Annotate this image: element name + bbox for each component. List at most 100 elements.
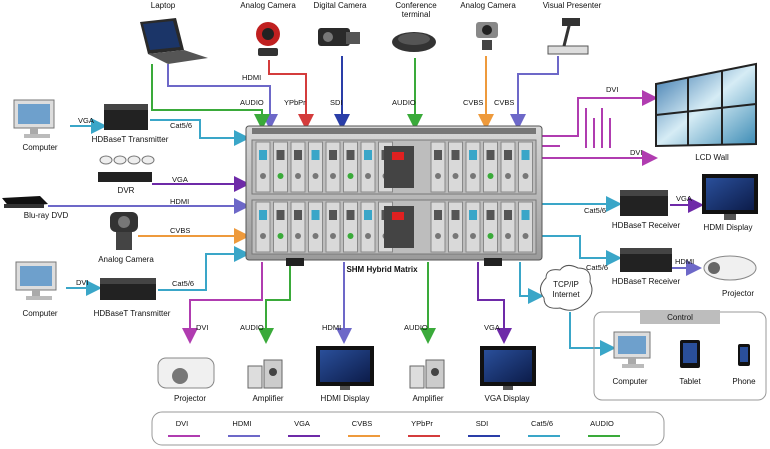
presenter-cvbs-line	[510, 56, 559, 130]
sig-digicam-sdi: SDI	[330, 98, 343, 107]
laptop-audio-line	[151, 64, 270, 130]
matrix-port	[486, 210, 495, 220]
matrix-card-slot	[465, 201, 481, 253]
sig-rx-cat: Cat5/6	[584, 206, 606, 215]
sig-tx2-cat: Cat5/6	[172, 279, 194, 288]
conference-label-1: Conference	[395, 1, 437, 10]
matrix-port	[504, 150, 512, 160]
legend-label: CVBS	[352, 419, 372, 428]
matrix-port	[330, 233, 336, 239]
matrix-chassis: SHM Hybrid Matrix	[245, 125, 543, 274]
matrix-port	[470, 233, 476, 239]
sig-cam2-cvbs: CVBS	[463, 98, 483, 107]
matrix-card-slot	[483, 201, 498, 253]
computer-2-label: Computer	[22, 309, 57, 318]
matrix-card-slot	[430, 201, 446, 253]
projector-bottom: Projector	[157, 357, 215, 403]
bottom-audio-line-1	[258, 262, 291, 344]
matrix-port	[451, 210, 460, 220]
legend-label: HDMI	[232, 419, 251, 428]
amplifier-2: Amplifier	[409, 359, 445, 403]
vga-display-label: VGA Display	[485, 394, 530, 403]
matrix-card-slot	[325, 201, 341, 253]
sig-bottom-audio-2: AUDIO	[404, 323, 428, 332]
lcd-wall: LCD Wall	[655, 62, 757, 162]
left-devices: Computer HDBaseT Transmitter DVR	[2, 99, 171, 318]
matrix-port	[312, 173, 319, 179]
matrix-port	[347, 233, 354, 239]
matrix-port	[277, 173, 284, 179]
conference-terminal: Conference terminal	[392, 1, 437, 52]
sig-laptop-hdmi: HDMI	[242, 73, 261, 82]
bluray-label: Blu-ray DVD	[24, 211, 69, 220]
receiver-icon	[620, 248, 672, 272]
network-label-2: Internet	[552, 290, 580, 299]
transmitter-icon	[104, 104, 148, 130]
matrix-card-slot	[308, 141, 323, 193]
network-control: TCP/IP Internet Control Computer Tablet	[540, 264, 767, 401]
matrix-port	[469, 150, 477, 160]
matrix-card-slot	[448, 201, 463, 253]
matrix-port	[276, 210, 285, 220]
monitor-pc-icon	[13, 99, 55, 138]
visual-presenter-label: Visual Presenter	[543, 1, 602, 10]
matrix-card-slot	[518, 141, 533, 193]
legend-label: VGA	[294, 419, 310, 428]
sig-rx-vga: VGA	[676, 194, 692, 203]
matrix-port	[329, 210, 337, 220]
sig-bottom-hdmi: HDMI	[322, 323, 341, 332]
matrix-card-slot	[518, 201, 533, 253]
matrix-port	[365, 233, 371, 239]
matrix-label: SHM Hybrid Matrix	[346, 265, 418, 274]
hdbaset-transmitter-1: HDBaseT Transmitter	[92, 104, 169, 144]
hdbaset-transmitter-2: HDBaseT Transmitter	[94, 278, 171, 318]
webcam-icon	[110, 212, 138, 250]
sig-dvr-vga: VGA	[172, 175, 188, 184]
computer-1-label: Computer	[22, 143, 57, 152]
tcp-ip-cloud: TCP/IP Internet	[540, 264, 593, 311]
chassis-vent	[252, 128, 536, 134]
dome-cameras-icon	[99, 155, 155, 165]
matrix-card-slot	[483, 141, 498, 193]
bottom-dvi-line	[182, 262, 263, 344]
matrix-port	[504, 210, 512, 220]
matrix-port	[295, 233, 301, 239]
bottom-vga-line	[477, 262, 512, 344]
network-label-1: TCP/IP	[553, 280, 579, 289]
analog-camera-2: Analog Camera	[460, 1, 516, 50]
matrix-port	[521, 210, 530, 220]
matrix-port	[364, 150, 372, 160]
matrix-port	[330, 173, 336, 179]
matrix-port	[347, 173, 354, 179]
matrix-card-slot	[273, 201, 288, 253]
bluray-dvd: Blu-ray DVD	[2, 196, 68, 220]
matrix-port	[276, 150, 285, 160]
legend-label: AUDIO	[590, 419, 614, 428]
right-devices: LCD Wall HDBaseT Receiver HDMI Display H…	[612, 62, 758, 298]
control-computer: Computer	[612, 331, 651, 386]
camera-ypbpr-line	[268, 60, 314, 130]
sig-bottom-vga: VGA	[484, 323, 500, 332]
webcam-icon	[476, 22, 498, 50]
matrix-port	[505, 173, 511, 179]
control-tablet: Tablet	[679, 340, 701, 386]
hdmi-display-right-label: HDMI Display	[704, 223, 753, 232]
chassis-foot-right	[484, 258, 502, 266]
matrix-port	[294, 150, 302, 160]
laptop-hdmi-line	[167, 64, 278, 130]
bluray-player-icon	[2, 196, 48, 208]
control-line	[569, 312, 616, 356]
matrix-port	[434, 210, 442, 220]
matrix-card-slot	[360, 201, 376, 253]
legend-label: YPbPr	[411, 419, 433, 428]
receiver-1-label: HDBaseT Receiver	[612, 221, 681, 230]
control-title-bar	[640, 310, 720, 324]
hdmi-display-bottom-label: HDMI Display	[321, 394, 370, 403]
matrix-port	[487, 173, 494, 179]
sig-conf-audio: AUDIO	[392, 98, 416, 107]
matrix-card-slot	[465, 141, 481, 193]
display-icon	[702, 174, 758, 220]
transmitter-1-label: HDBaseT Transmitter	[92, 135, 169, 144]
